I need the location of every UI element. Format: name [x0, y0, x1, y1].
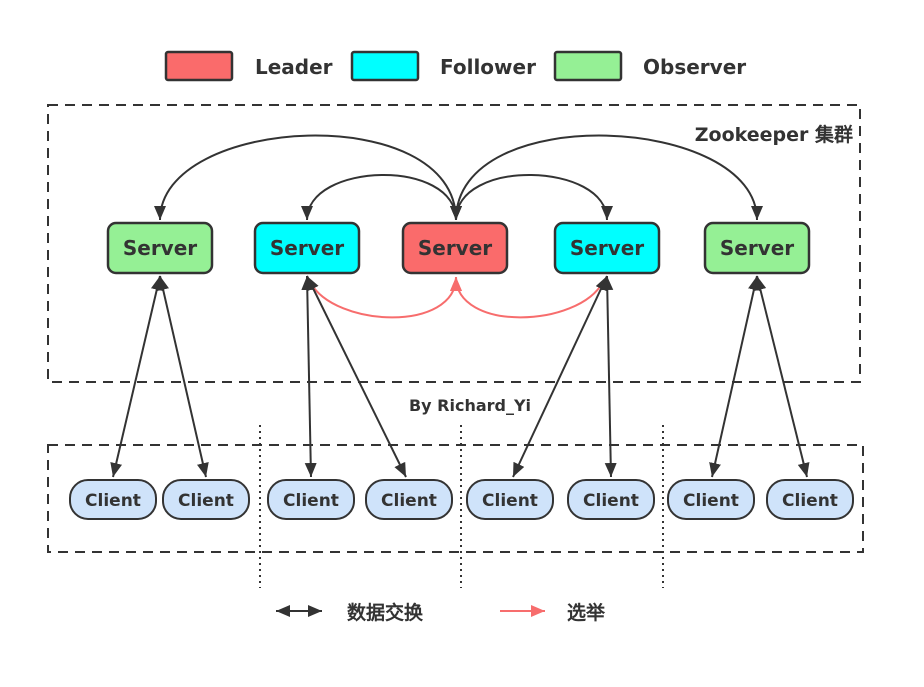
server-label-2: Server	[270, 236, 344, 260]
link-server5-client8	[754, 275, 810, 478]
client-node-4: Client	[365, 479, 453, 520]
arc-server5-leader	[450, 134, 763, 221]
link-server4-client6	[601, 275, 617, 478]
legend-swatch-observer	[553, 50, 623, 82]
election-arc-right	[450, 276, 604, 319]
server-label-5: Server	[720, 236, 794, 260]
server-box-5	[703, 221, 811, 275]
election-arc-left	[309, 276, 462, 319]
server-box-3	[401, 221, 509, 275]
client-box-7	[667, 479, 755, 520]
legend-label-follower: Follower	[440, 55, 536, 79]
client-label-3: Client	[283, 491, 339, 511]
client-node-3: Client	[267, 479, 355, 520]
client-label-7: Client	[683, 491, 739, 511]
client-box-8	[766, 479, 854, 520]
client-box-1	[69, 479, 157, 520]
client-label-1: Client	[85, 491, 141, 511]
link-server2-client3	[301, 275, 317, 478]
client-box-6	[567, 479, 655, 520]
legend-label-observer: Observer	[643, 55, 746, 79]
arc-server2-leader	[301, 174, 462, 221]
link-server2-client4	[306, 275, 407, 478]
client-box-3	[267, 479, 355, 520]
server-box-4	[553, 221, 661, 275]
server-node-observer-2: Server	[703, 221, 811, 275]
link-server1-client1	[110, 275, 163, 478]
legend-swatch-leader	[164, 50, 234, 82]
server-box-2	[253, 221, 361, 275]
cluster-title: Zookeeper 集群	[695, 123, 853, 146]
server-label-4: Server	[570, 236, 644, 260]
arc-server1-leader	[154, 134, 462, 221]
link-server1-client2	[157, 275, 209, 478]
client-label-6: Client	[583, 491, 639, 511]
server-node-follower-2: Server	[553, 221, 661, 275]
client-box-5	[466, 479, 554, 520]
client-label-5: Client	[482, 491, 538, 511]
link-server5-client7	[709, 275, 760, 478]
election-label: 选举	[567, 601, 606, 624]
server-nodes: Server Server Server Server Server	[106, 221, 811, 275]
client-label-2: Client	[178, 491, 234, 511]
legend-top: Leader Follower Observer	[164, 50, 746, 82]
server-node-follower-1: Server	[253, 221, 361, 275]
client-label-4: Client	[381, 491, 437, 511]
client-node-6: Client	[567, 479, 655, 520]
client-box-2	[162, 479, 250, 520]
data-exchange-label: 数据交换	[347, 601, 424, 624]
arc-server4-leader	[450, 174, 613, 221]
link-server4-client5	[512, 275, 608, 478]
server-client-links	[110, 275, 810, 478]
client-node-5: Client	[466, 479, 554, 520]
clients-boundary	[47, 444, 864, 553]
data-exchange-arcs	[154, 134, 763, 221]
client-nodes: Client Client Client Client Client Clien…	[69, 479, 854, 520]
client-box-4	[365, 479, 453, 520]
legend-label-leader: Leader	[255, 55, 333, 79]
byline-text: By Richard_Yi	[409, 396, 531, 415]
client-node-8: Client	[766, 479, 854, 520]
server-node-leader: Server	[401, 221, 509, 275]
client-node-2: Client	[162, 479, 250, 520]
server-node-observer-1: Server	[106, 221, 214, 275]
server-label-1: Server	[123, 236, 197, 260]
legend-swatch-follower	[350, 50, 420, 82]
server-label-3: Server	[418, 236, 492, 260]
election-arcs	[309, 276, 604, 319]
legend-bottom: 数据交换 选举	[276, 601, 606, 624]
client-node-1: Client	[69, 479, 157, 520]
server-box-1	[106, 221, 214, 275]
client-node-7: Client	[667, 479, 755, 520]
client-label-8: Client	[782, 491, 838, 511]
